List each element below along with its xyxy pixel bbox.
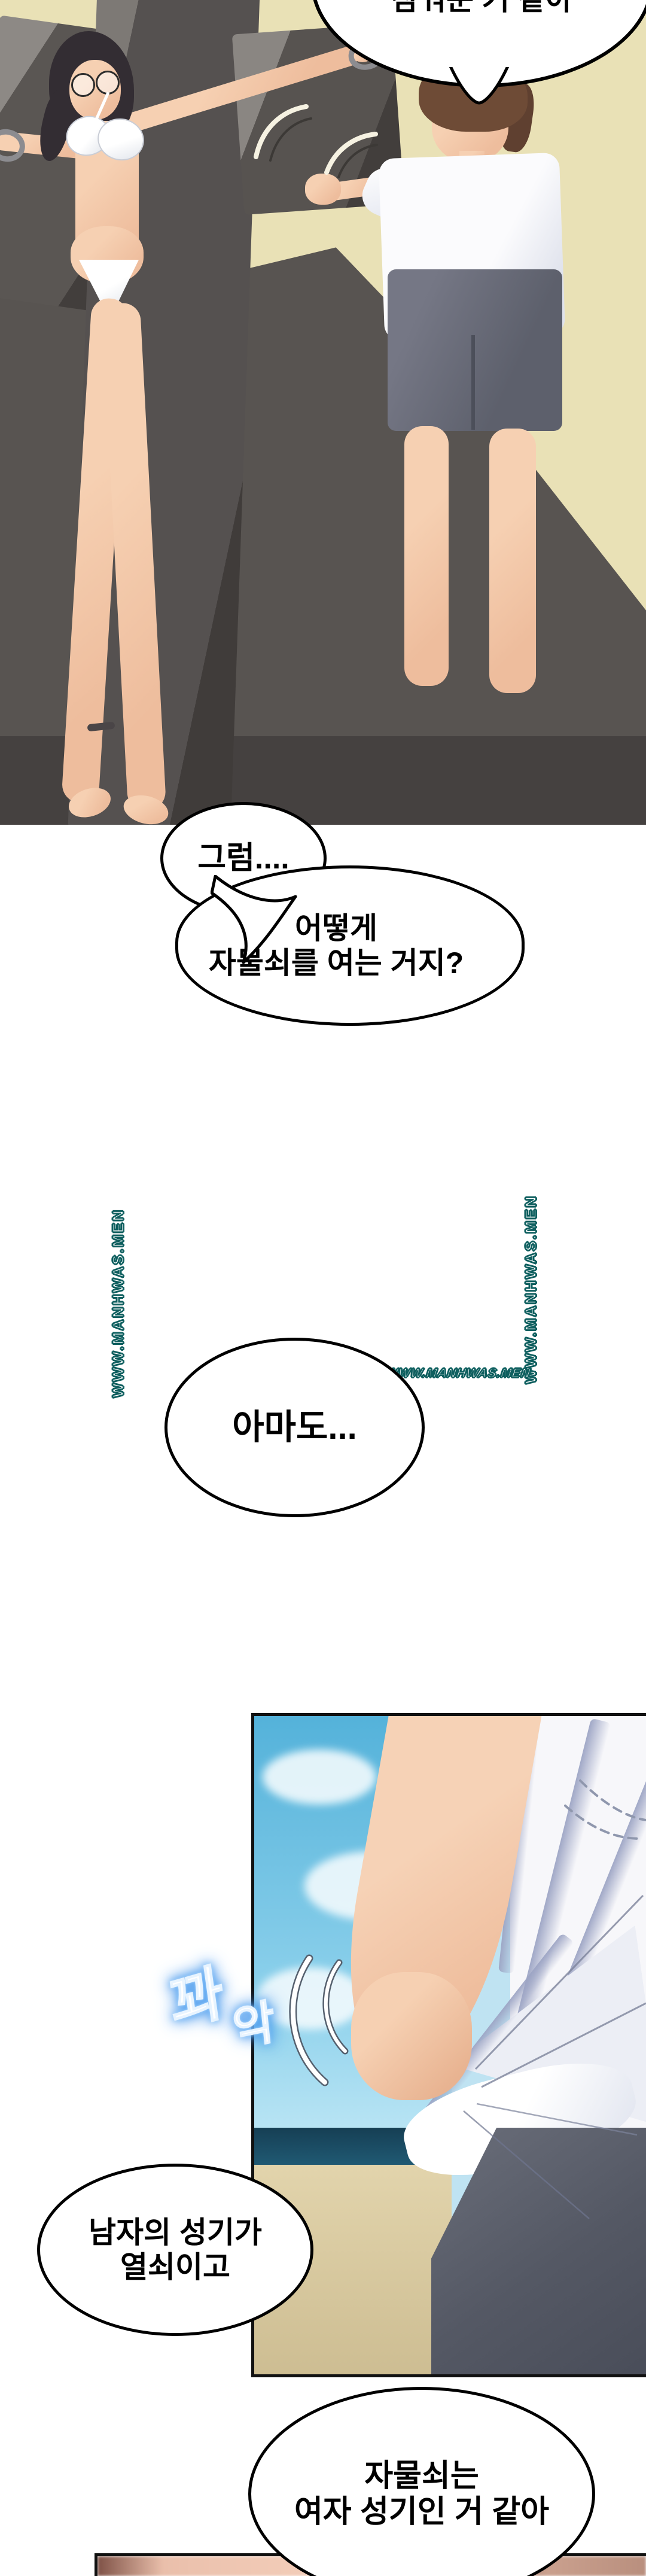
speech-text-line2: 열쇠이고 <box>120 2250 230 2284</box>
speech-text-line1: 남자의 성기가 <box>89 2216 262 2249</box>
sfx-grip-char1: 꽈 <box>165 1958 228 2041</box>
panel-decoration-lines <box>289 1779 646 2219</box>
speech-bubble-lock: 자물쇠는 여자 성기인 거 같아 <box>248 2387 595 2576</box>
speech-text: 잠궈둔 거 같아 <box>315 0 646 17</box>
man-right-leg <box>489 429 536 693</box>
speech-bubble-maybe: 아마도... <box>164 1338 425 1517</box>
speech-text-line1: 어떻게 <box>295 912 377 945</box>
watermark-right-vertical: WWW.MANHWAS.MEN <box>522 1194 540 1384</box>
speech-text: 아마도... <box>232 1408 357 1447</box>
glasses-left-lens <box>71 73 95 97</box>
bubble-tail-top <box>449 67 510 105</box>
man-shorts <box>388 269 562 431</box>
sfx-grip-char2: 악 <box>230 1994 278 2056</box>
speech-bubble-key: 남자의 성기가 열쇠이고 <box>37 2164 313 2336</box>
motion-lines <box>254 104 378 178</box>
panel-hand-grip <box>251 1713 646 2377</box>
speech-text: 그럼.... <box>197 840 290 876</box>
watermark-left-vertical: WWW.MANHWAS.MEN <box>109 1208 127 1398</box>
man-fist <box>351 1972 472 2100</box>
cloud <box>263 1749 376 1805</box>
man-left-leg <box>404 426 449 686</box>
cloud <box>257 1967 364 2030</box>
man-hand <box>305 174 341 205</box>
speech-text-line2: 여자 성기인 거 같아 <box>294 2495 550 2529</box>
man-shorts-seam <box>471 335 475 430</box>
bubble-tail-then <box>211 875 297 964</box>
panel-beach-cross <box>0 0 646 825</box>
speech-text-line1: 자물쇠는 <box>364 2458 479 2493</box>
watermark-horizontal: WWW.MANHWAS.MEN <box>384 1366 532 1381</box>
